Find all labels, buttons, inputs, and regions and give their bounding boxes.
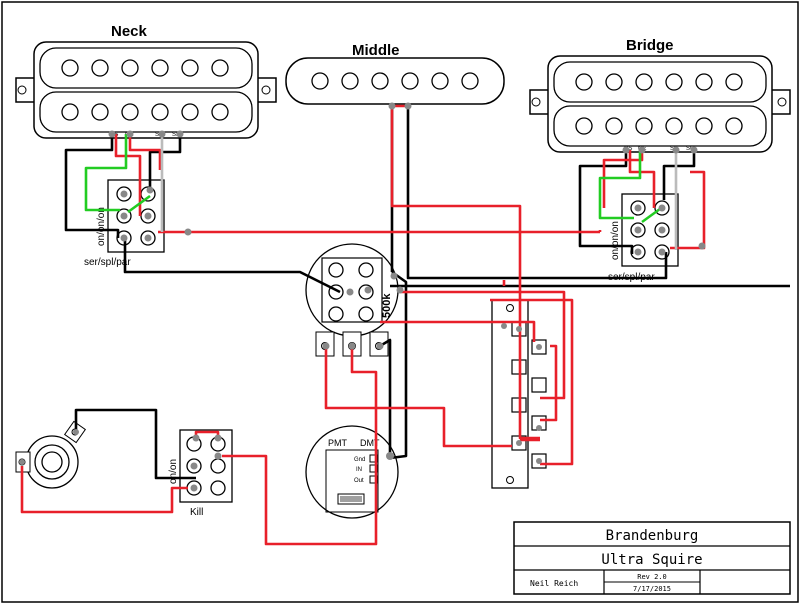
neck-pickup <box>15 41 277 139</box>
title-block-author: Neil Reich <box>530 579 578 588</box>
neck-terminal-se: SE <box>172 132 180 138</box>
pmt-pin-in: IN <box>356 467 362 473</box>
title-block <box>513 521 791 595</box>
pmt-pin-out: Out <box>354 478 364 484</box>
kill-switch-bottom-label: Kill <box>190 507 203 518</box>
title-block-rev: Rev 2.0 <box>637 573 667 581</box>
solder-points <box>19 102 706 492</box>
title-block-title: Brandenburg <box>606 528 699 544</box>
pmt-title-right: DMT <box>360 438 380 448</box>
bridge-switch-side-label: on/on/on <box>610 221 621 260</box>
kill-switch-side-label: on/on <box>168 459 179 484</box>
pmt-title-left: PMT <box>328 438 348 448</box>
pot-value-label: 500k <box>381 293 393 318</box>
bridge-switch <box>621 193 679 267</box>
pmt-module <box>305 425 399 519</box>
title-block-subtitle: Ultra Squire <box>601 552 702 568</box>
neck-switch-bottom-label: ser/spl/par <box>84 257 131 268</box>
middle-label: Middle <box>352 42 400 59</box>
pmt-pin-gnd: Gnd <box>354 457 365 463</box>
title-block-date: 7/17/2015 <box>633 585 671 593</box>
wires <box>20 104 790 546</box>
neck-label: Neck <box>111 23 148 40</box>
kill-switch <box>179 429 233 503</box>
middle-pickup <box>285 57 505 105</box>
neck-switch <box>107 179 165 253</box>
bridge-label: Bridge <box>626 37 674 54</box>
neck-switch-side-label: on/on/on <box>96 207 107 246</box>
bridge-pickup <box>529 55 791 153</box>
bridge-terminal-se: SE <box>686 146 694 152</box>
